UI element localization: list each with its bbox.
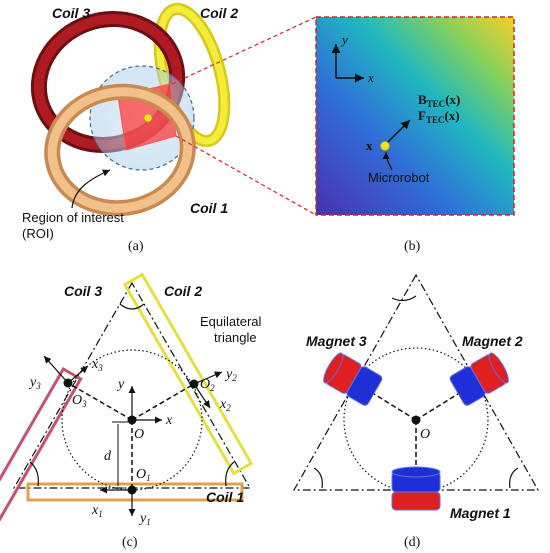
triangle-label-line2: triangle [214,330,257,345]
label-d: d [104,449,112,464]
axis-y3 [43,355,69,384]
label-y3: y3 [28,375,41,391]
f-field-label: FTEC(x) [418,108,460,125]
roi-pointer-arrow [71,169,111,209]
label-o-d: O [420,427,430,442]
b-field-label: BTEC(x) [418,92,460,109]
label-o2: O2 [200,377,215,393]
angle-arc-top-c [119,303,145,310]
callout-line-bottom [175,135,317,216]
caption-d: (d) [404,535,421,550]
point-o [127,415,137,425]
label-x1: x1 [91,503,103,519]
angle-arc-top-d [391,295,417,302]
field-vector-arrow [385,119,411,145]
callout-line-top [171,16,317,85]
coil-2-label-a: Coil 2 [200,5,238,21]
label-o3: O3 [72,393,87,409]
panel-d: O Magnet 3 Magnet 2 Magnet 1 (d) [292,273,540,550]
label-x2: x2 [219,397,231,413]
label-x3: x3 [91,357,103,373]
magnet-3 [323,352,383,406]
center-point-d [411,415,421,425]
axis-y-label-b: y [340,32,348,47]
microrobot-pointer [382,151,393,171]
axis-x-label-b: x [367,70,374,85]
point-o2 [189,379,199,389]
label-y2: y2 [224,367,237,383]
coil-1-label-a: Coil 1 [190,200,228,216]
coil-2-label-c: Coil 2 [164,283,202,299]
label-x: x [165,413,173,428]
point-o3 [63,378,73,388]
label-o: O [134,427,144,442]
angle-arc-left-c [29,461,39,487]
panel-b: y x BTEC(x) FTEC(x) x Microrobot (b) [315,16,515,254]
point-x-label: x [366,138,373,153]
magnet-1-label: Magnet 1 [450,505,511,521]
roi-label-line2: (ROI) [22,226,54,241]
microrobot-label: Microrobot [368,170,430,185]
microrobot-dot-a [143,113,153,123]
coil-3-label-c: Coil 3 [64,283,102,299]
coil-1-bar [26,482,244,502]
magnet-2 [449,352,509,406]
magnet-2-label: Magnet 2 [462,333,523,349]
label-o1: O1 [136,467,151,483]
panel-c: Coil 3 Coil 2 Coil 1 Equilateral triangl… [0,272,262,553]
coil-2-bar [122,272,254,476]
angle-arc-right-d [509,467,519,489]
magnet-3-label: Magnet 3 [306,333,367,349]
angle-arc-right-c [225,461,235,487]
triangle-label-line1: Equilateral [200,314,262,329]
microrobot-dot-b [380,141,390,151]
caption-a: (a) [128,239,144,254]
radius-to-o2 [131,383,195,421]
coil-3-bar [0,366,83,553]
caption-c: (c) [122,535,138,550]
axis-y2 [193,371,223,385]
angle-arc-left-d [313,467,323,489]
coil-3-label-a: Coil 3 [52,5,90,21]
label-y1: y1 [138,511,151,527]
coil-1-label-c: Coil 1 [206,489,244,505]
label-y: y [116,377,125,392]
radius-to-o3 [67,382,133,421]
magnet-1 [391,466,441,511]
roi-label-line1: Region of interest [22,210,124,225]
caption-b: (b) [404,239,421,254]
axis-x2 [193,383,211,409]
panel-a: Coil 3 Coil 2 Coil 1 Region of interest … [22,2,238,254]
field-map [315,16,515,216]
point-o1 [127,485,137,495]
roi-circle-c [61,349,203,491]
